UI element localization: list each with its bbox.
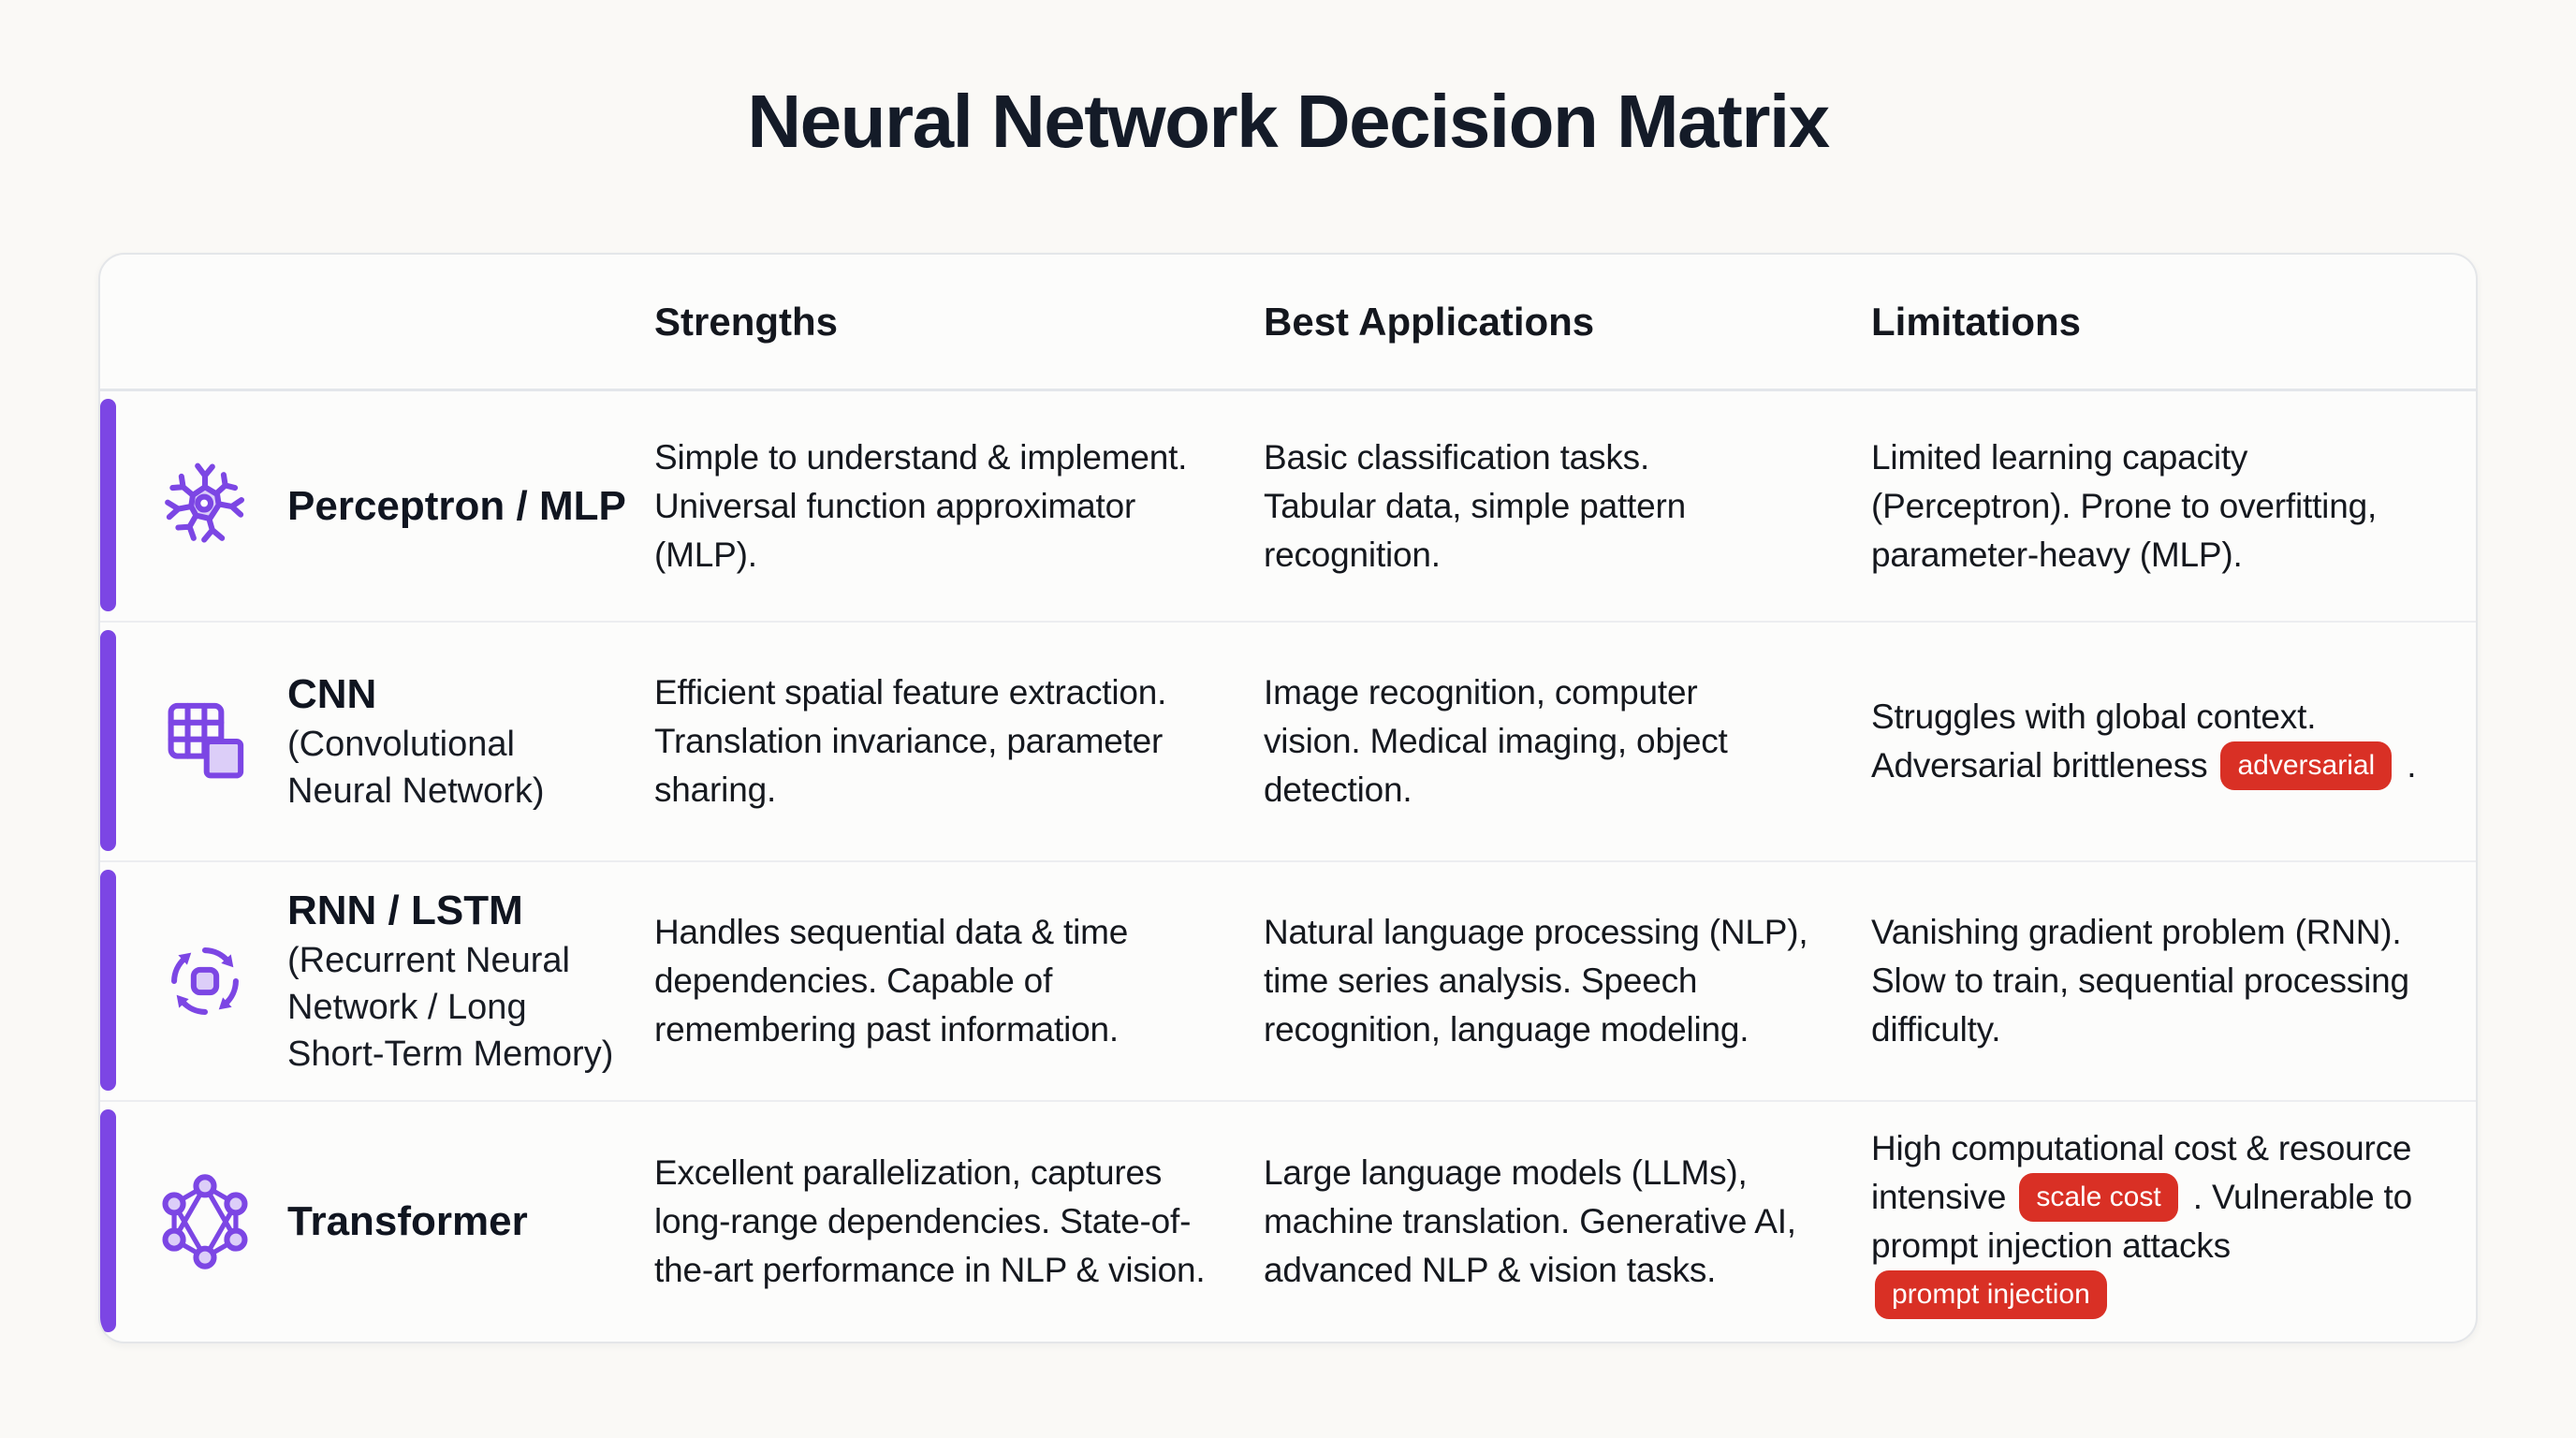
applications-cell-cnn: Image recognition, computer vision. Medi… bbox=[1264, 623, 1871, 862]
row-subname: (Recurrent Neural Network / Long Short-T… bbox=[287, 941, 614, 1074]
applications-text: Large language models (LLMs), machine tr… bbox=[1264, 1153, 1796, 1289]
applications-text: Image recognition, computer vision. Medi… bbox=[1264, 673, 1728, 809]
row-subname: (Convolutional Neural Network) bbox=[287, 725, 545, 811]
row-accent-bar bbox=[100, 399, 116, 611]
column-header-best-applications: Best Applications bbox=[1264, 255, 1871, 391]
row-name: RNN / LSTM bbox=[287, 888, 523, 933]
strengths-cell-cnn: Efficient spatial feature extraction. Tr… bbox=[654, 623, 1264, 862]
recurrent-loop-icon bbox=[156, 932, 254, 1030]
conv-grid-icon bbox=[156, 693, 254, 790]
limitations-text: High computational cost & resource inten… bbox=[1871, 1124, 2476, 1319]
limitation-text-segment: . Vulnerable to prompt injection attacks bbox=[1871, 1178, 2413, 1265]
limitation-badge: prompt injection bbox=[1875, 1270, 2107, 1319]
limitations-text: Limited learning capacity (Perceptron). … bbox=[1871, 433, 2476, 580]
strengths-text: Handles sequential data & time dependenc… bbox=[654, 913, 1129, 1049]
strengths-text: Efficient spatial feature extraction. Tr… bbox=[654, 673, 1167, 809]
attention-graph-icon bbox=[156, 1173, 254, 1270]
strengths-cell-perceptron: Simple to understand & implement. Univer… bbox=[654, 391, 1264, 623]
header-empty-cell bbox=[100, 255, 654, 391]
page-title: Neural Network Decision Matrix bbox=[747, 80, 1830, 163]
limitations-text: Vanishing gradient problem (RNN). Slow t… bbox=[1871, 908, 2476, 1054]
decision-matrix-table: Strengths Best Applications Limitations bbox=[98, 253, 2478, 1343]
strengths-cell-transformer: Excellent parallelization, captures long… bbox=[654, 1102, 1264, 1342]
strengths-cell-rnn: Handles sequential data & time dependenc… bbox=[654, 862, 1264, 1102]
row-name: Perceptron / MLP bbox=[287, 482, 626, 529]
table-row-perceptron-label: Perceptron / MLP bbox=[100, 391, 654, 623]
column-header-strengths: Strengths bbox=[654, 255, 1264, 391]
table-row-transformer-label: Transformer bbox=[100, 1102, 654, 1342]
limitation-text-segment: Vanishing gradient problem (RNN). Slow t… bbox=[1871, 913, 2409, 1049]
limitation-badge: adversarial bbox=[2220, 741, 2393, 790]
row-name: CNN bbox=[287, 671, 377, 717]
applications-text: Natural language processing (NLP), time … bbox=[1264, 913, 1808, 1049]
row-accent-bar bbox=[100, 1109, 116, 1332]
neuron-icon bbox=[156, 458, 254, 555]
limitations-cell-rnn: Vanishing gradient problem (RNN). Slow t… bbox=[1871, 862, 2476, 1102]
limitations-cell-perceptron: Limited learning capacity (Perceptron). … bbox=[1871, 391, 2476, 623]
applications-cell-transformer: Large language models (LLMs), machine tr… bbox=[1264, 1102, 1871, 1342]
limitations-text: Struggles with global context. Adversari… bbox=[1871, 693, 2476, 790]
row-name: Transformer bbox=[287, 1198, 528, 1244]
strengths-text: Excellent parallelization, captures long… bbox=[654, 1153, 1206, 1289]
limitations-cell-transformer: High computational cost & resource inten… bbox=[1871, 1102, 2476, 1342]
row-accent-bar bbox=[100, 870, 116, 1091]
strengths-text: Simple to understand & implement. Univer… bbox=[654, 437, 1188, 574]
row-accent-bar bbox=[100, 630, 116, 851]
limitation-text-segment: Struggles with global context. Adversari… bbox=[1871, 697, 2317, 785]
applications-text: Basic classification tasks. Tabular data… bbox=[1264, 437, 1686, 574]
table-row-rnn-label: RNN / LSTM (Recurrent Neural Network / L… bbox=[100, 862, 654, 1102]
limitation-text-segment: High computational cost & resource inten… bbox=[1871, 1129, 2412, 1216]
limitation-text-segment: . bbox=[2397, 746, 2417, 785]
table-row-cnn-label: CNN (Convolutional Neural Network) bbox=[100, 623, 654, 862]
applications-cell-rnn: Natural language processing (NLP), time … bbox=[1264, 862, 1871, 1102]
limitation-badge: scale cost bbox=[2019, 1173, 2178, 1222]
limitations-cell-cnn: Struggles with global context. Adversari… bbox=[1871, 623, 2476, 862]
limitation-text-segment: Limited learning capacity (Perceptron). … bbox=[1871, 437, 2378, 574]
column-header-limitations: Limitations bbox=[1871, 255, 2476, 391]
applications-cell-perceptron: Basic classification tasks. Tabular data… bbox=[1264, 391, 1871, 623]
